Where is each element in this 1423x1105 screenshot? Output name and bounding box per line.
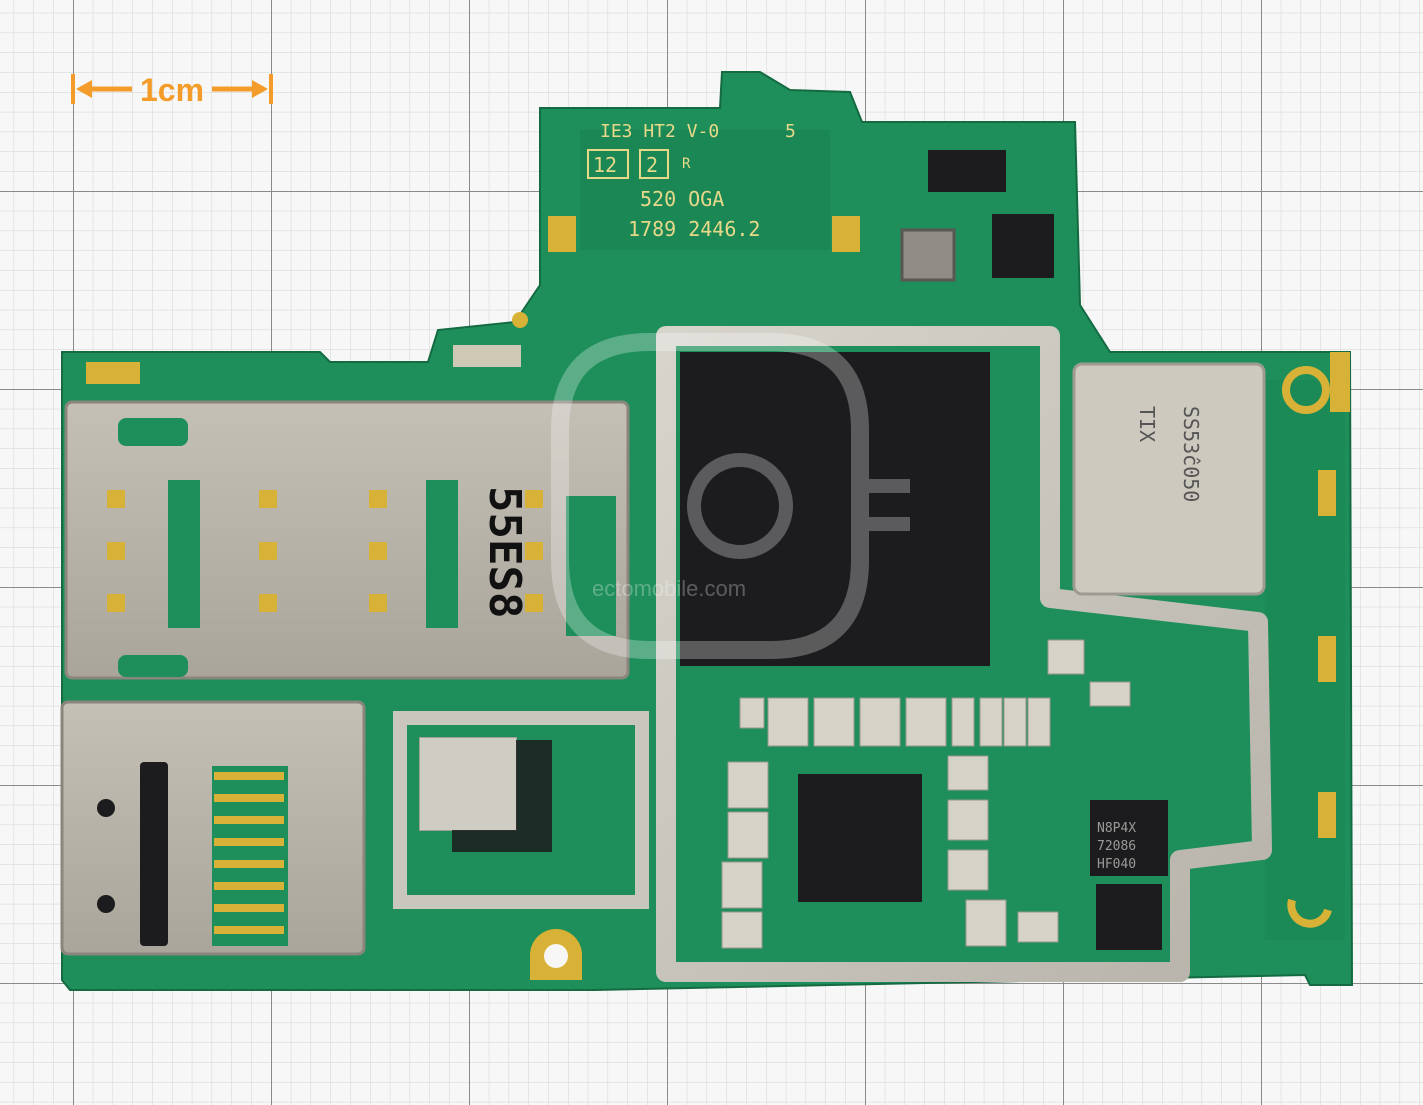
rf-module: SS53ĉ050 TIX: [1072, 362, 1266, 596]
sim-slot-label: 55ES8: [479, 486, 530, 618]
nfc-chip-marking: N8P4X 72086 HF040: [1097, 821, 1136, 872]
antenna-pads: [86, 216, 860, 384]
board-code-1: 520 OGA: [640, 187, 724, 211]
scale-bar: 1cm: [71, 72, 273, 108]
microsd-slot: [60, 700, 366, 956]
silkscreen-text: IE3 HT2 V-0 5 12 2 R 520 OGA 1789 2446.2: [587, 121, 796, 241]
board-box-b: 2: [646, 153, 658, 177]
scale-label: 1cm: [140, 72, 204, 108]
watermark-text: ectomobile.com: [592, 576, 746, 601]
rf-module-marking-1: SS53ĉ050: [1179, 406, 1203, 502]
board-rev-letter: 5: [785, 121, 796, 142]
small-shield: [393, 711, 649, 909]
board-revision: IE3 HT2 V-0: [600, 121, 719, 142]
rf-module-marking-2: TIX: [1135, 406, 1159, 442]
nfc-line-3: HF040: [1097, 857, 1136, 872]
nfc-line-2: 72086: [1097, 839, 1136, 854]
top-right-components: [900, 150, 1054, 282]
main-rf-shield: N8P4X 72086 HF040: [656, 326, 1272, 982]
sim-card-slot: 55ES8: [64, 400, 630, 680]
nfc-line-1: N8P4X: [1097, 821, 1136, 836]
watermark: ectomobile.com: [551, 333, 910, 659]
board-code-2: 1789 2446.2: [628, 217, 760, 241]
right-edge-pads: [530, 352, 1350, 980]
cert-mark: R: [682, 156, 691, 172]
board-box-a: 12: [593, 153, 617, 177]
